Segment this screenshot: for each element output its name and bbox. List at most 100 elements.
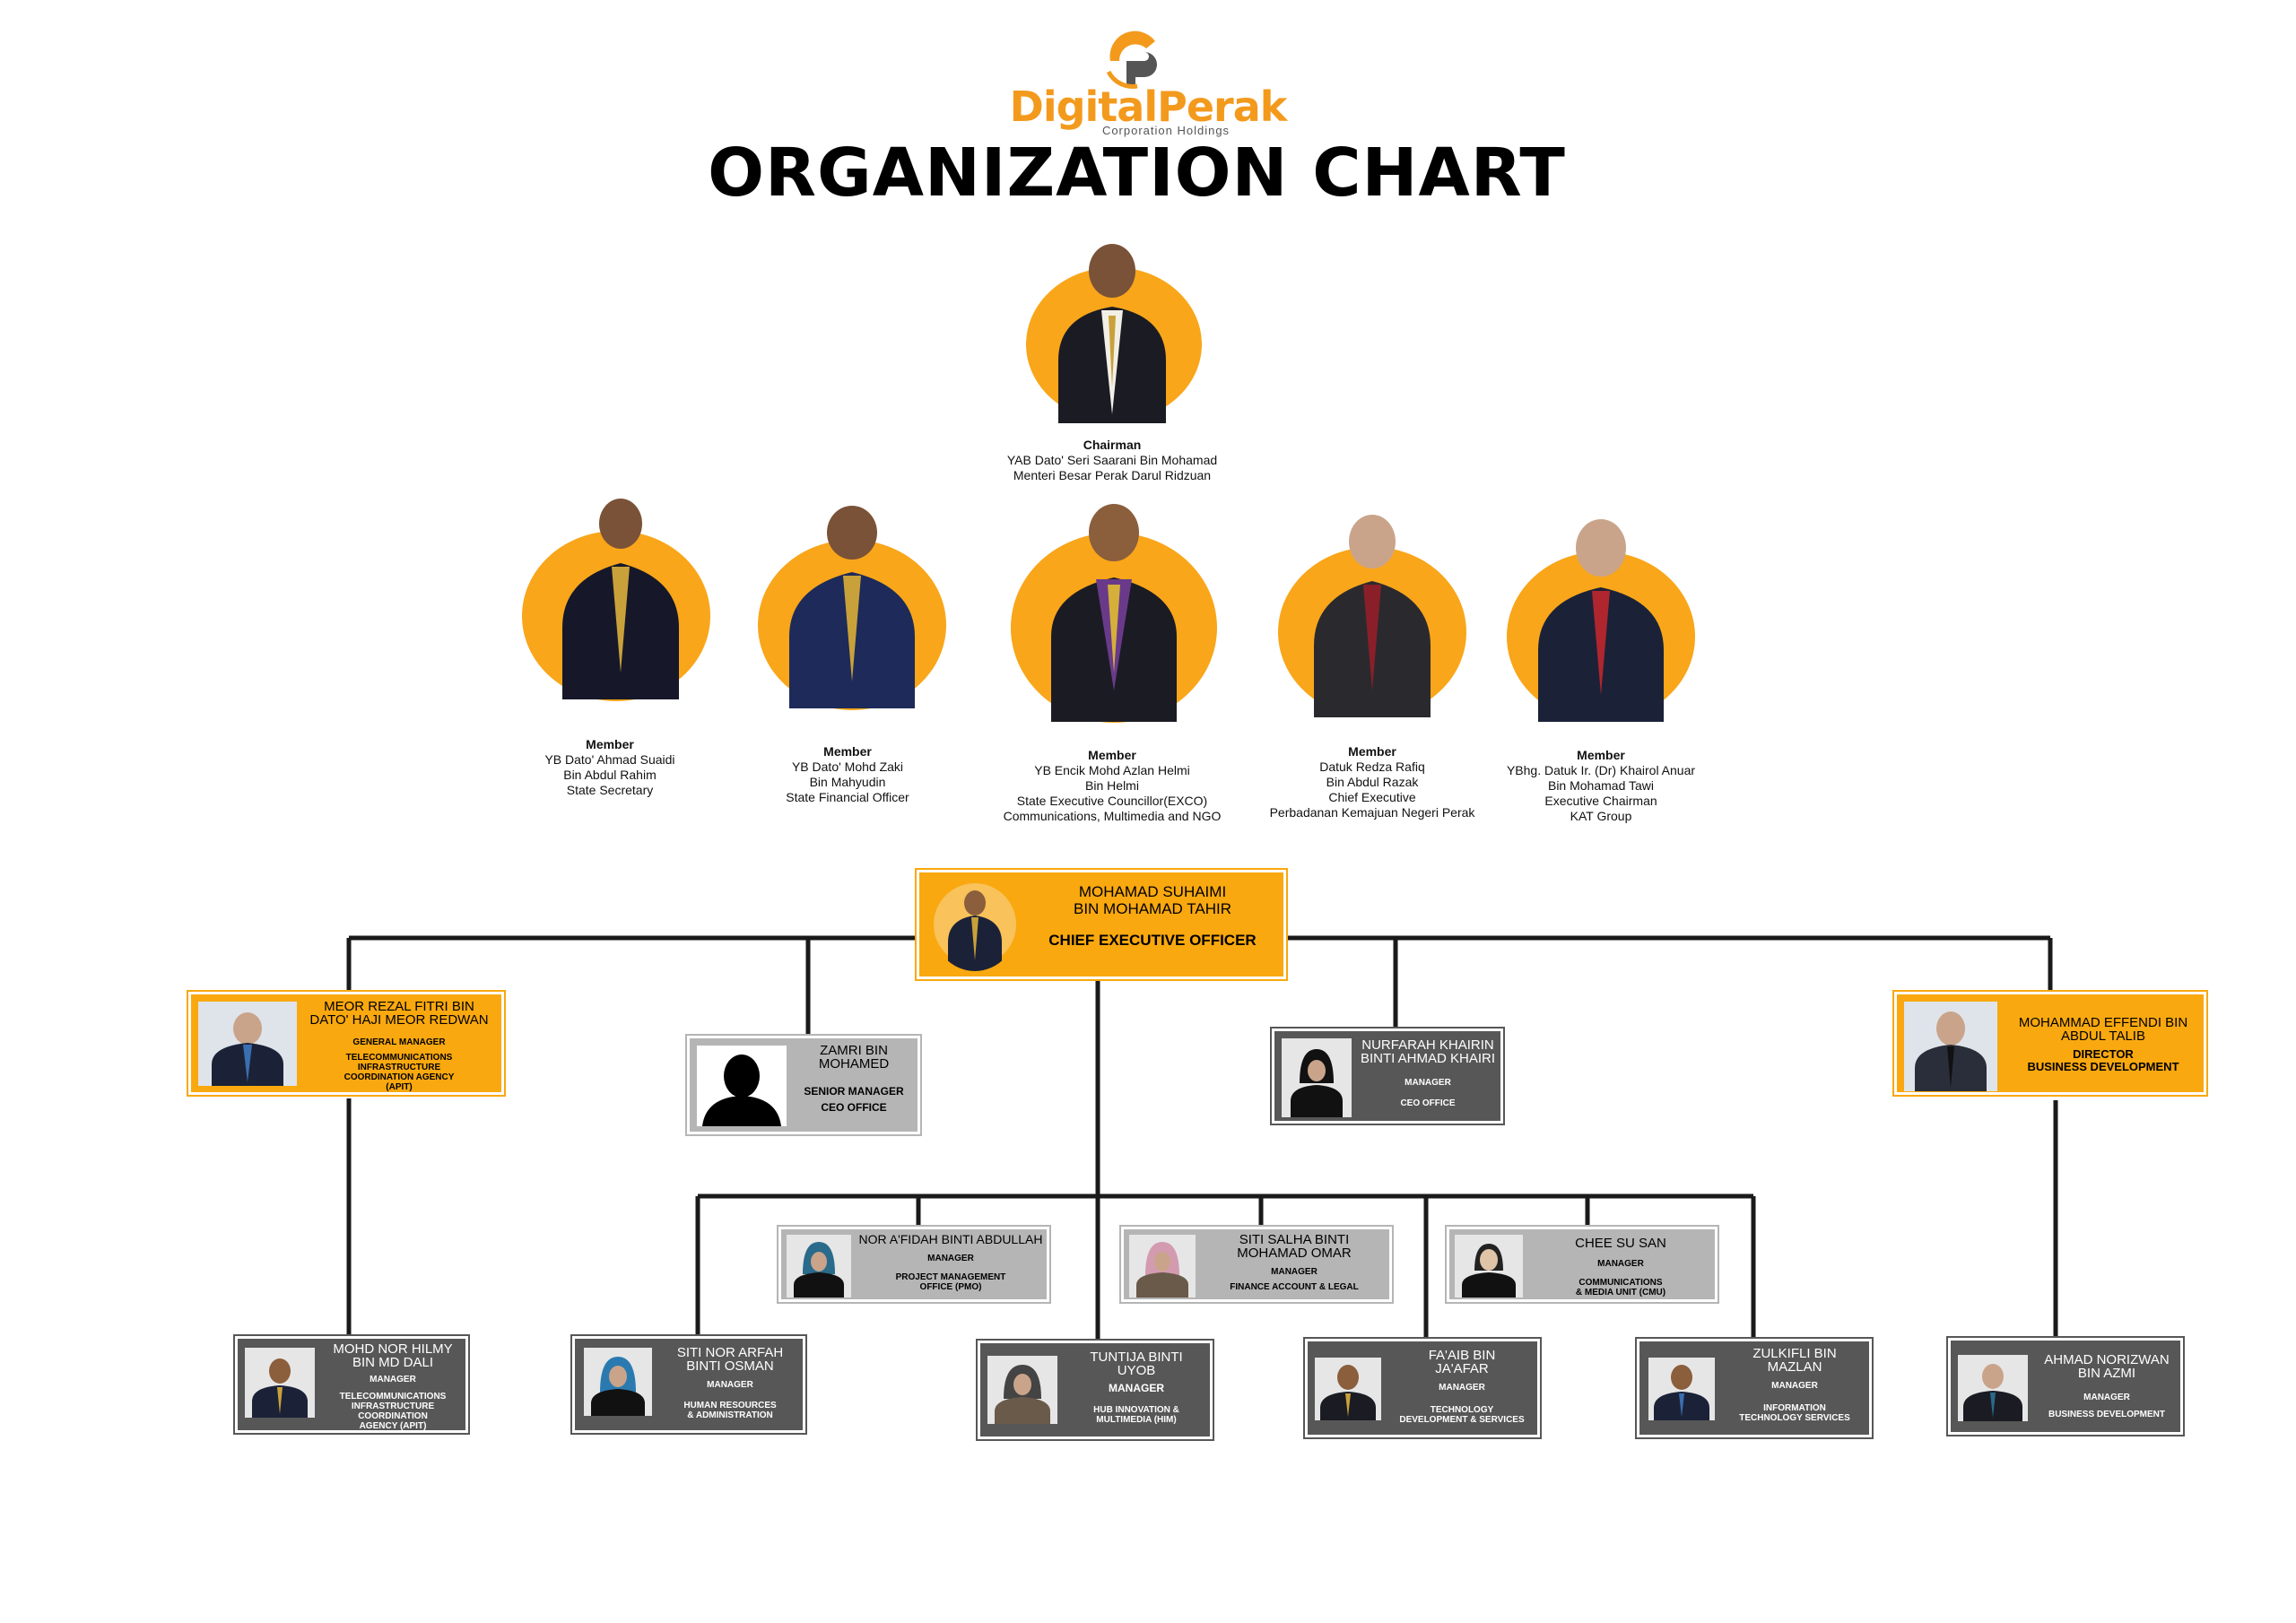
mgr-name: MOHD NOR HILMY bbox=[333, 1341, 453, 1357]
cmu-manager-box: CHEE SU SAN MANAGER COMMUNICATIONS & MED… bbox=[1447, 1227, 1718, 1302]
gm-name: DATO' HAJI MEOR REDWAN bbox=[309, 1012, 489, 1028]
logo-text: DigitalPerak bbox=[1009, 82, 1288, 131]
member-line: Bin Mahyudin bbox=[809, 775, 886, 789]
tech-dev-manager-box: FA'AIB BIN JA'AFAR MANAGER TECHNOLOGY DE… bbox=[1305, 1339, 1540, 1437]
mgr-name: SITI SALHA BINTI bbox=[1239, 1232, 1350, 1247]
senior-manager-box: ZAMRI BIN MOHAMED SENIOR MANAGER CEO OFF… bbox=[687, 1036, 920, 1134]
gm-dept: COORDINATION AGENCY bbox=[344, 1072, 455, 1082]
person-photo bbox=[1455, 1235, 1523, 1298]
member-line: Bin Helmi bbox=[1085, 778, 1139, 793]
member-line: KAT Group bbox=[1570, 809, 1632, 823]
hr-manager-box: SITI NOR ARFAH BINTI OSMAN MANAGER HUMAN… bbox=[572, 1336, 805, 1433]
mgr-dept: PROJECT MANAGEMENT bbox=[895, 1272, 1006, 1282]
director-box: MOHAMMAD EFFENDI BIN ABDUL TALIB DIRECTO… bbox=[1894, 992, 2206, 1095]
member-role: Member bbox=[823, 744, 872, 759]
person-photo bbox=[245, 1348, 315, 1418]
person-photo bbox=[584, 1348, 652, 1416]
mgr-name: JA'AFAR bbox=[1435, 1361, 1489, 1376]
mgr-dept: COMMUNICATIONS bbox=[1578, 1278, 1663, 1288]
mgr-role: MANAGER bbox=[927, 1254, 974, 1263]
mgr-role: MANAGER bbox=[1771, 1381, 1818, 1391]
member-portrait bbox=[1278, 511, 1466, 717]
person-photo bbox=[1129, 1235, 1196, 1298]
mgr-role: MANAGER bbox=[1405, 1078, 1451, 1088]
person-photo bbox=[787, 1235, 851, 1298]
mgr-name: FA'AIB BIN bbox=[1428, 1348, 1496, 1363]
member-line: YB Encik Mohd Azlan Helmi bbox=[1034, 763, 1190, 777]
member-line: Executive Chairman bbox=[1544, 794, 1657, 808]
mgr-dept: AGENCY (APIT) bbox=[359, 1421, 427, 1431]
member-portrait bbox=[1507, 516, 1695, 722]
mgr-name: MOHAMAD OMAR bbox=[1237, 1245, 1352, 1261]
gm-box: MEOR REZAL FITRI BIN DATO' HAJI MEOR RED… bbox=[188, 992, 504, 1095]
logo-subtitle: Corporation Holdings bbox=[1101, 124, 1231, 137]
finance-manager-box: SITI SALHA BINTI MOHAMAD OMAR MANAGER FI… bbox=[1121, 1227, 1392, 1302]
person-photo bbox=[1315, 1358, 1381, 1420]
mgr-name: BINTI OSMAN bbox=[686, 1358, 774, 1374]
mgr-dept: HUMAN RESOURCES bbox=[683, 1401, 777, 1410]
member-line: Bin Abdul Rahim bbox=[563, 768, 657, 782]
him-manager-box: TUNTIJA BINTI UYOB MANAGER HUB INNOVATIO… bbox=[978, 1341, 1213, 1439]
member-line: State Financial Officer bbox=[786, 790, 909, 804]
mgr-dept: CEO OFFICE bbox=[1400, 1098, 1456, 1108]
member-portrait bbox=[522, 493, 710, 701]
chairman-line: YAB Dato' Seri Saarani Bin Mohamad bbox=[1006, 453, 1218, 467]
member-line: State Executive Councillor(EXCO) bbox=[1016, 794, 1208, 808]
bizdev-manager-box: AHMAD NORIZWAN BIN AZMI MANAGER BUSINESS… bbox=[1948, 1338, 2183, 1435]
member-line: YB Dato' Ahmad Suaidi bbox=[544, 752, 675, 767]
logo-icon bbox=[1106, 30, 1157, 89]
mgr-dept: COORDINATION bbox=[358, 1411, 428, 1421]
member-caption: Member YB Dato' Mohd Zaki Bin Mahyudin S… bbox=[740, 744, 955, 805]
member-line: Datuk Redza Rafiq bbox=[1319, 759, 1425, 774]
mgr-dept: OFFICE (PMO) bbox=[919, 1282, 982, 1292]
mgr-name: AHMAD NORIZWAN bbox=[2044, 1352, 2170, 1367]
mgr-name: CHEE SU SAN bbox=[1575, 1236, 1666, 1251]
mgr-dept: FINANCE ACCOUNT & LEGAL bbox=[1230, 1282, 1359, 1292]
member-line: Chief Executive bbox=[1328, 790, 1416, 804]
member-portrait bbox=[1011, 502, 1217, 723]
mgr-dept: TECHNOLOGY bbox=[1430, 1405, 1494, 1415]
gm-name: MEOR REZAL FITRI BIN bbox=[324, 999, 474, 1014]
member-line: YB Dato' Mohd Zaki bbox=[791, 759, 904, 774]
chairman-line: Menteri Besar Perak Darul Ridzuan bbox=[1013, 468, 1212, 482]
mgr-name: SITI NOR ARFAH bbox=[676, 1345, 784, 1360]
director-name: ABDUL TALIB bbox=[2061, 1028, 2145, 1044]
chairman-role: Chairman bbox=[1083, 438, 1142, 452]
ceo-role: CHIEF EXECUTIVE OFFICER bbox=[1048, 932, 1257, 949]
mgr-dept: HUB INNOVATION & bbox=[1093, 1405, 1179, 1415]
sm-role: SENIOR MANAGER bbox=[804, 1085, 904, 1098]
member-caption: Member YB Dato' Ahmad Suaidi Bin Abdul R… bbox=[502, 737, 718, 798]
mgr-role: MANAGER bbox=[707, 1380, 753, 1390]
member-role: Member bbox=[586, 737, 634, 751]
mgr-name: BIN MD DALI bbox=[352, 1355, 433, 1370]
person-photo bbox=[1904, 1002, 1997, 1091]
chairman-portrait bbox=[1022, 235, 1202, 423]
member-caption: Member YB Encik Mohd Azlan Helmi Bin Hel… bbox=[978, 748, 1247, 824]
person-photo bbox=[198, 1002, 297, 1086]
member-line: Bin Mohamad Tawi bbox=[1547, 778, 1655, 793]
member-line: State Secretary bbox=[566, 783, 654, 797]
ceo-name: MOHAMAD SUHAIMI bbox=[1078, 883, 1227, 900]
gm-dept: (APIT) bbox=[386, 1082, 413, 1092]
person-photo bbox=[1958, 1355, 2028, 1421]
mgr-name: TUNTIJA BINTI bbox=[1090, 1350, 1183, 1365]
ceo-box: MOHAMAD SUHAIMI BIN MOHAMAD TAHIR CHIEF … bbox=[917, 870, 1286, 979]
member-role: Member bbox=[1348, 744, 1396, 759]
mgr-role: MANAGER bbox=[2083, 1393, 2130, 1402]
mgr-dept: TECHNOLOGY SERVICES bbox=[1739, 1413, 1850, 1423]
sm-name: MOHAMED bbox=[818, 1056, 890, 1072]
person-photo bbox=[987, 1356, 1057, 1424]
person-photo bbox=[1648, 1358, 1715, 1420]
member-caption: Member Datuk Redza Rafiq Bin Abdul Razak… bbox=[1247, 744, 1498, 820]
member-line: Perbadanan Kemajuan Negeri Perak bbox=[1269, 805, 1475, 820]
mgr-name: BINTI AHMAD KHAIRI bbox=[1360, 1051, 1496, 1066]
it-services-manager-box: ZULKIFLI BIN MAZLAN MANAGER INFORMATION … bbox=[1637, 1339, 1872, 1437]
director-dept: BUSINESS DEVELOPMENT bbox=[2027, 1060, 2179, 1073]
mgr-dept: INFRASTRUCTURE bbox=[351, 1402, 435, 1411]
mgr-name: UYOB bbox=[1117, 1363, 1156, 1378]
ceo-office-manager-box: NURFARAH KHAIRIN BINTI AHMAD KHAIRI MANA… bbox=[1272, 1028, 1503, 1124]
mgr-dept: BUSINESS DEVELOPMENT bbox=[2048, 1410, 2166, 1419]
mgr-dept: & MEDIA UNIT (CMU) bbox=[1575, 1288, 1666, 1298]
sm-name: ZAMRI BIN bbox=[820, 1043, 888, 1058]
mgr-role: MANAGER bbox=[370, 1375, 416, 1384]
